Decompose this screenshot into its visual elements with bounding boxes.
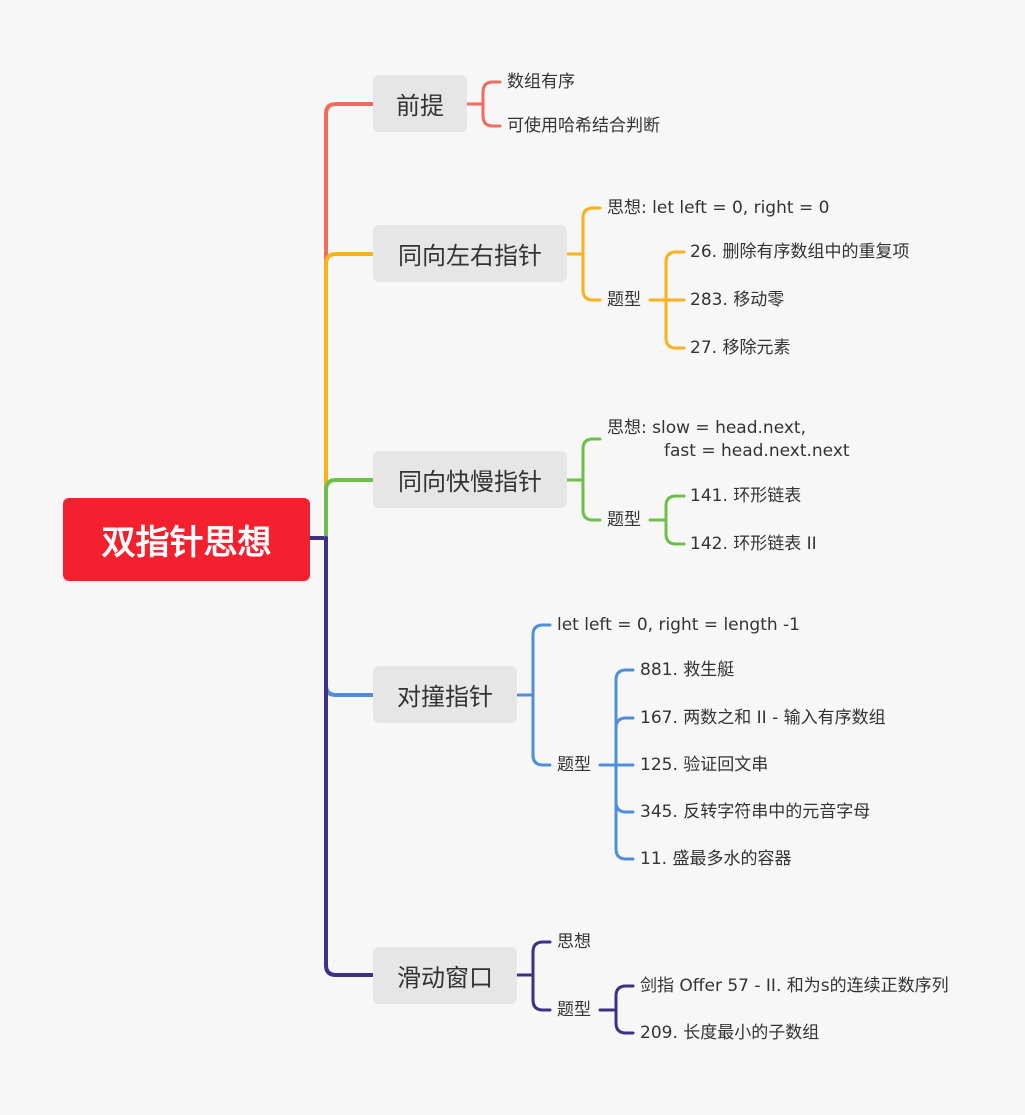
branch-connector [324, 478, 375, 540]
sub-connector [531, 693, 552, 767]
sub-connector [614, 763, 635, 814]
sub-connector [614, 763, 635, 861]
sub-connector [581, 437, 602, 482]
branch-connector [324, 536, 375, 977]
leaf-problem[interactable]: 283. 移动零 [690, 290, 785, 310]
leaf-idea-line-2: fast = head.next.next [664, 441, 850, 461]
sub-connector [664, 298, 686, 350]
leaf-problem-type[interactable]: 题型 [557, 1000, 591, 1020]
branch-node-same-direction-left-right[interactable]: 同向左右指针 [373, 225, 567, 282]
branch-connector [324, 252, 375, 540]
sub-connector [614, 716, 635, 767]
leaf-problem[interactable]: 27. 移除元素 [690, 338, 791, 358]
leaf-idea-line-1: 思想: slow = head.next, [607, 418, 806, 438]
sub-connector [531, 623, 552, 697]
sub-connector [581, 478, 602, 522]
leaf-sorted-array[interactable]: 数组有序 [507, 72, 575, 92]
root-node[interactable]: 双指针思想 [63, 498, 310, 581]
leaf-problem[interactable]: 剑指 Offer 57 - II. 和为s的连续正数序列 [640, 976, 949, 996]
leaf-hash-combination[interactable]: 可使用哈希结合判断 [507, 116, 660, 136]
leaf-problem[interactable]: 167. 两数之和 II - 输入有序数组 [640, 708, 886, 728]
leaf-problem-type[interactable]: 题型 [607, 290, 641, 310]
leaf-problem-type[interactable]: 题型 [607, 510, 641, 530]
leaf-idea[interactable]: 思想: let left = 0, right = 0 [607, 198, 830, 218]
sub-connector [664, 518, 686, 546]
leaf-idea[interactable]: 思想: slow = head.next, fast = head.next.n… [607, 417, 850, 463]
sub-connector [531, 940, 552, 977]
leaf-idea[interactable]: 思想 [557, 932, 591, 952]
leaf-problem[interactable]: 26. 删除有序数组中的重复项 [690, 242, 910, 262]
sub-connector [614, 984, 635, 1012]
leaf-idea[interactable]: let left = 0, right = length -1 [557, 615, 800, 635]
branch-connector [324, 102, 375, 540]
leaf-problem[interactable]: 209. 长度最小的子数组 [640, 1023, 820, 1043]
branch-node-colliding-pointers[interactable]: 对撞指针 [373, 666, 517, 723]
sub-connector [664, 494, 686, 522]
leaf-problem[interactable]: 125. 验证回文串 [640, 755, 769, 775]
sub-connector [614, 668, 635, 767]
leaf-problem-type[interactable]: 题型 [557, 755, 591, 775]
leaf-problem[interactable]: 141. 环形链表 [690, 486, 802, 506]
sub-connector [481, 102, 502, 128]
branch-node-premise[interactable]: 前提 [373, 75, 467, 132]
sub-connector [481, 80, 502, 106]
branch-connector [324, 536, 375, 697]
sub-connector [581, 252, 602, 302]
sub-connector [581, 206, 602, 256]
leaf-problem[interactable]: 881. 救生艇 [640, 660, 735, 680]
sub-connector [531, 973, 552, 1012]
branch-node-same-direction-fast-slow[interactable]: 同向快慢指针 [373, 451, 567, 508]
leaf-problem[interactable]: 345. 反转字符串中的元音字母 [640, 802, 871, 822]
sub-connector [664, 250, 686, 302]
leaf-problem[interactable]: 142. 环形链表 II [690, 534, 817, 554]
leaf-problem[interactable]: 11. 盛最多水的容器 [640, 849, 792, 869]
sub-connector [614, 1008, 635, 1035]
branch-node-sliding-window[interactable]: 滑动窗口 [373, 947, 517, 1004]
